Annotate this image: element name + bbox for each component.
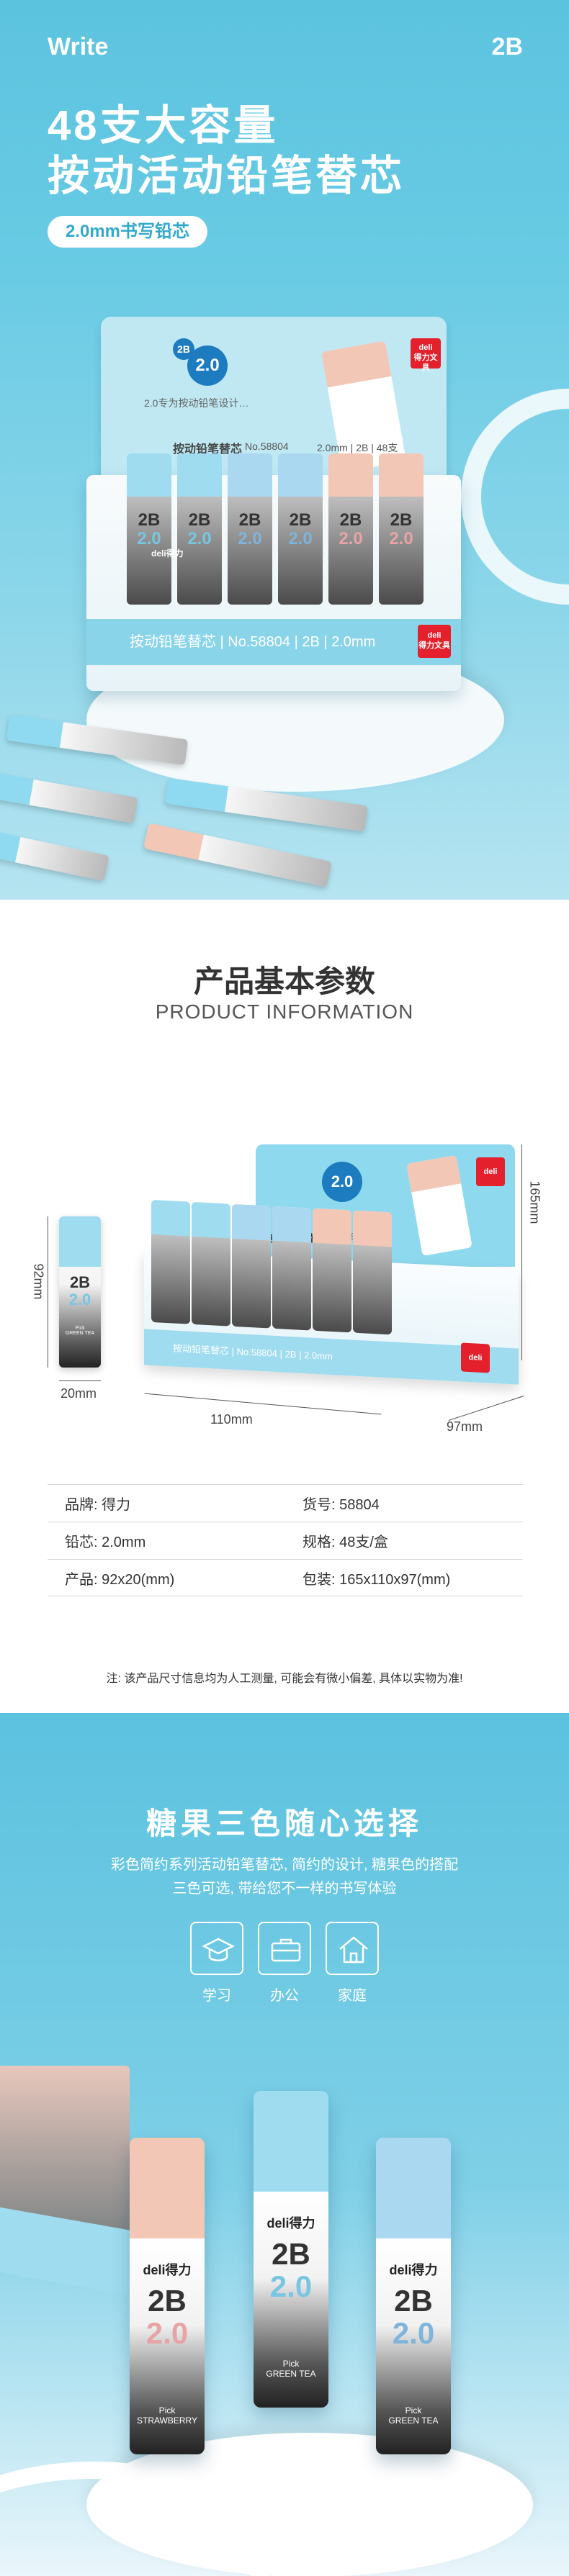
hero-title-line1: 48支大容量 xyxy=(48,102,279,149)
info-title: 产品基本参数 xyxy=(193,964,375,998)
briefcase-icon xyxy=(258,1922,311,1975)
tube-height-label: 92mm xyxy=(31,1263,46,1300)
colors-section: 糖果三色随心选择 彩色简约系列活动铅笔替芯, 简约的设计, 糖果色的搭配 三色可… xyxy=(0,1713,569,2576)
ring-shape xyxy=(461,389,569,605)
spec-table: 品牌: 得力 货号: 58804 铅芯: 2.0mm 规格: 48支/盒 产品:… xyxy=(48,1484,523,1596)
info-box-tray: 按动铅笔替芯 | No.58804 | 2B | 2.0mm deli xyxy=(144,1199,519,1385)
product-tube-strawberry: deli得力 2B 2.0 Pick STRAWBERRY xyxy=(130,2138,205,2454)
info-subtitle: PRODUCT INFORMATION xyxy=(155,1000,414,1023)
spec-row: 品牌: 得力 货号: 58804 xyxy=(48,1484,523,1522)
icon-label-home: 家庭 xyxy=(338,1988,367,2004)
grade-badge: 2B xyxy=(173,338,194,360)
lid-handwriting: 2.0专为按动铅笔设计… xyxy=(144,397,249,409)
graduation-cap-icon xyxy=(190,1922,243,1975)
loose-tube-5 xyxy=(0,828,109,882)
brand-word: Write xyxy=(48,33,109,60)
disclaimer-note: 注: 该产品尺寸信息均为人工测量, 可能会有微小偏差, 具体以实物为准! xyxy=(106,1673,463,1685)
box-length-label: 110mm xyxy=(210,1412,253,1427)
hero-title-line2: 按动活动铅笔替芯 xyxy=(48,153,406,199)
spec-row: 铅芯: 2.0mm 规格: 48支/盒 xyxy=(48,1522,523,1559)
icon-label-office: 办公 xyxy=(270,1988,299,2004)
house-icon xyxy=(326,1922,379,1975)
hero-pill: 2.0mm书写铅芯 xyxy=(48,216,207,248)
icon-label-study: 学习 xyxy=(202,1988,231,2004)
box-length-line xyxy=(144,1393,382,1415)
box-height-label: 165mm xyxy=(527,1180,542,1224)
tube-width-line xyxy=(59,1380,101,1381)
product-tube-blue: deli得力 2B 2.0 Pick GREEN TEA xyxy=(376,2138,451,2454)
hero-section: Write 2B 48支大容量 按动活动铅笔替芯 2.0mm书写铅芯 2.0 2… xyxy=(0,0,569,900)
tray-tube-brand: deli得力 xyxy=(151,548,184,559)
lid-spec: 2.0mm | 2B | 48支 xyxy=(317,442,398,453)
loose-tube-2 xyxy=(0,772,138,823)
product-tube-greentea: deli得力 2B 2.0 Pick GREEN TEA xyxy=(254,2091,328,2408)
box-depth-line xyxy=(448,1396,524,1421)
lid-name: 按动铅笔替芯 xyxy=(173,443,243,456)
spec-row: 产品: 92x20(mm) 包装: 165x110x97(mm) xyxy=(48,1559,523,1596)
colors-desc-line1: 彩色简约系列活动铅笔替芯, 简约的设计, 糖果色的搭配 xyxy=(110,1857,459,1873)
hero-grade: 2B xyxy=(491,33,523,60)
colors-desc-line2: 三色可选, 带给您不一样的书写体验 xyxy=(172,1881,397,1897)
box-depth-label: 97mm xyxy=(447,1419,483,1434)
box-height-line xyxy=(521,1144,522,1360)
lid-model: No.58804 xyxy=(245,440,289,452)
loose-tube-4 xyxy=(143,823,332,887)
tray-band: 按动铅笔替芯 | No.58804 | 2B | 2.0mm xyxy=(86,619,461,665)
tube-width-label: 20mm xyxy=(61,1386,97,1401)
colors-title: 糖果三色随心选择 xyxy=(145,1807,423,1840)
